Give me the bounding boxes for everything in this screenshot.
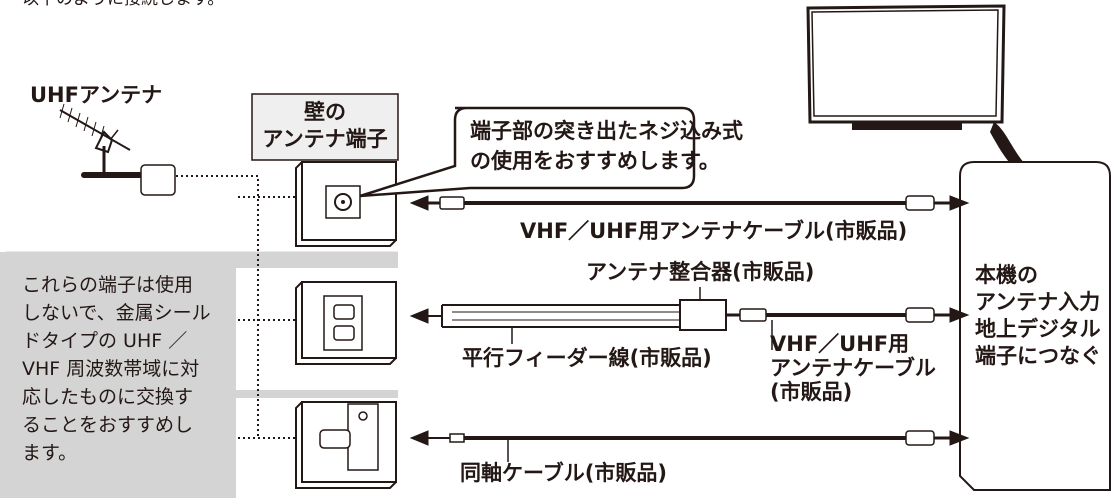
matcher-label: アンテナ整合器(市販品) xyxy=(586,260,815,284)
note-line3: ドタイプの UHF ／ xyxy=(22,330,188,352)
tv-illustration xyxy=(806,4,1050,182)
tv-box-line3: 地上デジタル xyxy=(975,317,1101,341)
middle-connection xyxy=(409,287,970,350)
callout-bubble xyxy=(359,106,696,198)
wall-plate-bottom xyxy=(295,401,397,489)
wall-label-box xyxy=(251,93,399,161)
note-line5: 応したものに交換す xyxy=(22,386,194,408)
note-line2: しないで、金属シール xyxy=(22,302,211,324)
bottom-cable xyxy=(409,430,970,462)
top-cable xyxy=(409,195,970,211)
note-line1: これらの端子は使用 xyxy=(22,274,194,296)
coax-label: 同軸ケーブル(市販品) xyxy=(460,461,667,485)
note-line4: VHF 周波数帯域に対 xyxy=(22,358,200,380)
tv-box-line4: 端子につなぐ xyxy=(975,344,1101,368)
antenna-booster-box xyxy=(140,164,176,196)
wall-plate-middle xyxy=(295,281,397,365)
uhf-antenna-label: UHFアンテナ xyxy=(30,83,163,107)
wall-label-line1: 壁の xyxy=(304,100,346,124)
tv-input-box xyxy=(959,161,1111,491)
wall-plate-top xyxy=(295,161,397,247)
callout-line2: の使用をおすすめします。 xyxy=(470,149,720,173)
intro-text: 以下のように接続します。 xyxy=(22,0,224,12)
mid-cable-label-line1: VHF／UHF用 xyxy=(770,332,910,356)
note-line6: ることをおすすめし xyxy=(22,414,194,436)
mid-cable-label-line2: アンテナケーブル xyxy=(770,356,936,380)
wall-label-line2: アンテナ端子 xyxy=(262,127,388,151)
feeder-label: 平行フィーダー線(市販品) xyxy=(462,346,712,370)
tv-box-line1: 本機の xyxy=(975,263,1038,287)
callout-line1: 端子部の突き出たネジ込み式 xyxy=(470,119,743,143)
mid-cable-label-line3: (市販品) xyxy=(770,380,853,404)
top-cable-label: VHF／UHF用アンテナケーブル(市販品) xyxy=(520,219,908,243)
dotted-feed-lines xyxy=(176,175,296,439)
uhf-antenna-icon xyxy=(59,103,151,178)
note-line7: ます。 xyxy=(22,442,78,464)
tv-box-line2: アンテナ入力 xyxy=(975,290,1101,314)
